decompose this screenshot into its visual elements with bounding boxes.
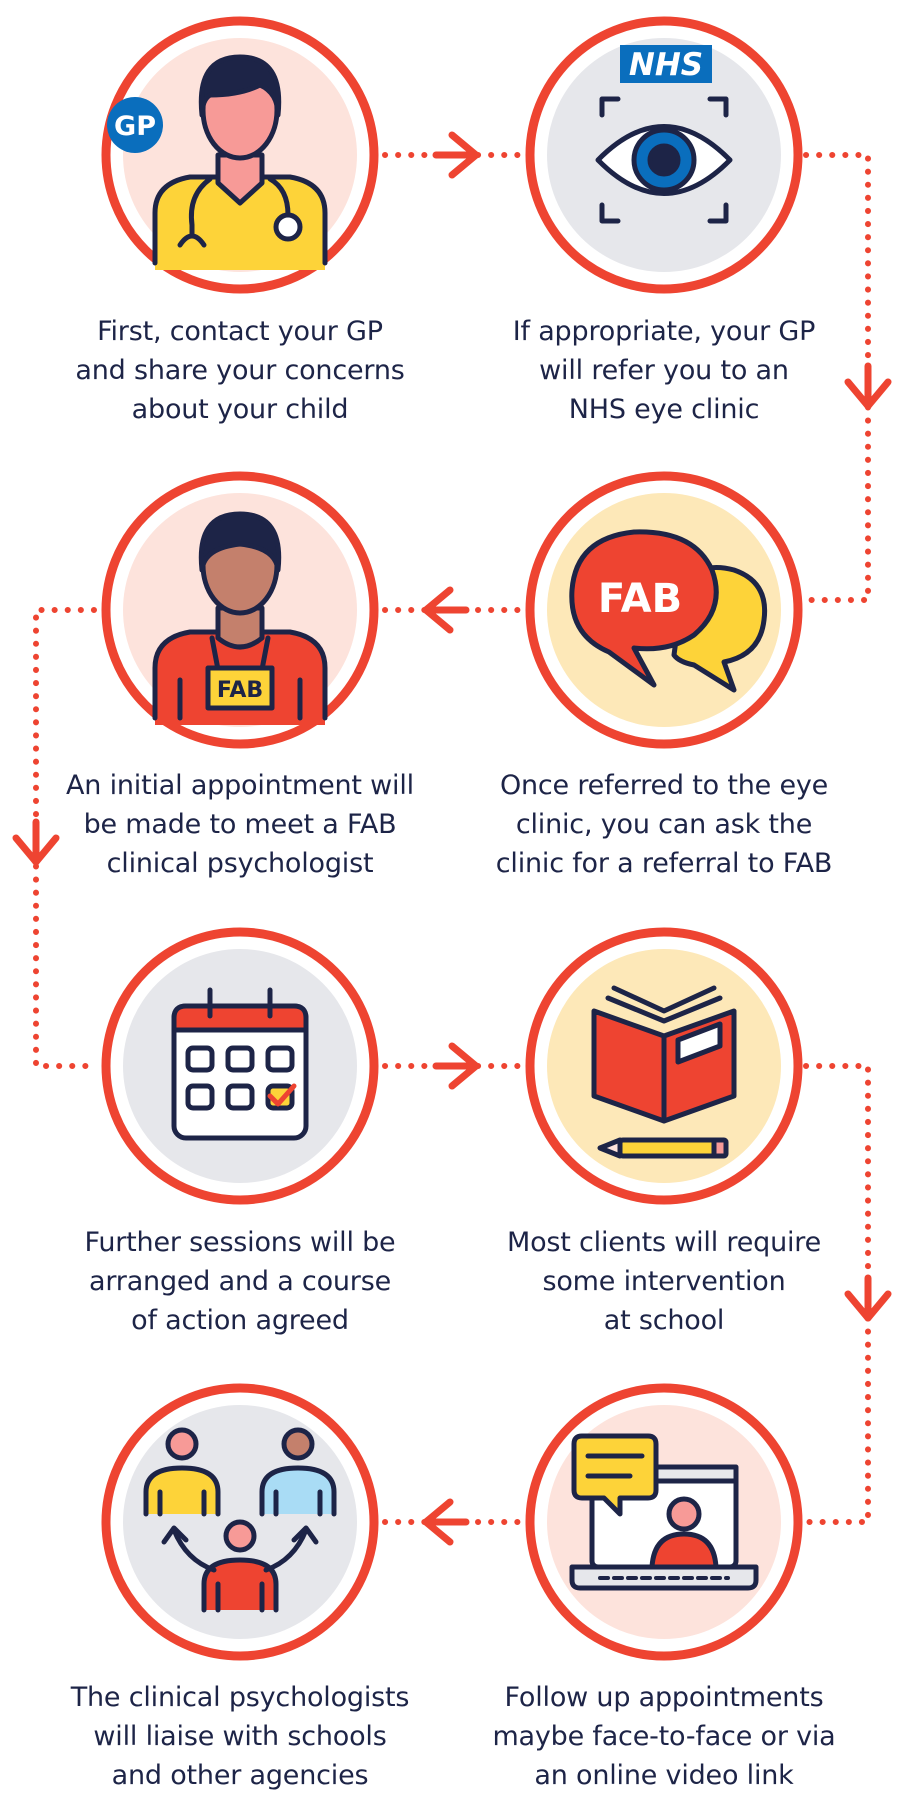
nhs-logo-text: NHS <box>629 47 703 83</box>
step-1-caption: First, contact your GP and share your co… <box>40 312 440 429</box>
caption-line: If appropriate, your GP <box>512 316 816 347</box>
caption-line: clinic, you can ask the <box>515 809 813 840</box>
step-4-caption: An initial appointment will be made to m… <box>40 766 440 883</box>
arrow-left-2 <box>426 590 466 630</box>
step-5-caption: Further sessions will be arranged and a … <box>40 1223 440 1340</box>
gp-badge: GP <box>107 97 163 153</box>
fab-bubble-text: FAB <box>598 576 682 622</box>
caption-line: Further sessions will be <box>84 1227 396 1258</box>
step-4-circle: FAB <box>101 471 379 749</box>
caption-line: arranged and a course <box>89 1266 391 1297</box>
step-5-circle <box>101 927 379 1205</box>
caption-line: about your child <box>131 394 349 425</box>
caption-line: clinical psychologist <box>106 848 374 879</box>
people-network-icon <box>143 1427 337 1613</box>
caption-line: will liaise with schools <box>93 1721 387 1752</box>
step-8-caption: The clinical psychologists will liaise w… <box>40 1678 440 1795</box>
book-pencil-icon <box>591 985 737 1159</box>
caption-line: an online video link <box>534 1760 794 1791</box>
caption-line: NHS eye clinic <box>568 394 760 425</box>
caption-line: be made to meet a FAB <box>83 809 397 840</box>
video-call-laptop-icon <box>569 1433 759 1591</box>
caption-line: of action agreed <box>131 1305 349 1336</box>
gp-badge-text: GP <box>114 111 156 142</box>
fab-badge-text: FAB <box>217 678 263 703</box>
caption-line: Once referred to the eye <box>499 770 829 801</box>
caption-line: some intervention <box>542 1266 786 1297</box>
step-3-caption: Once referred to the eye clinic, you can… <box>464 766 864 883</box>
step-6-caption: Most clients will require some intervent… <box>464 1223 864 1340</box>
caption-line: Follow up appointments <box>504 1682 824 1713</box>
nhs-eye-icon <box>595 96 733 224</box>
arrow-left-4 <box>426 1502 466 1542</box>
caption-line: and share your concerns <box>75 355 405 386</box>
calendar-check-icon <box>171 987 309 1141</box>
step-3-circle: FAB <box>525 471 803 749</box>
step-1-circle: GP <box>101 16 379 294</box>
step-2-circle: NHS <box>525 16 803 294</box>
caption-line: at school <box>603 1305 725 1336</box>
caption-line: clinic for a referral to FAB <box>495 848 833 879</box>
caption-line: maybe face-to-face or via <box>492 1721 836 1752</box>
caption-line: Most clients will require <box>506 1227 822 1258</box>
caption-line: An initial appointment will <box>66 770 414 801</box>
arrow-right-1 <box>436 135 476 175</box>
caption-line: First, contact your GP <box>97 316 383 347</box>
step-8-circle <box>101 1383 379 1661</box>
arrow-right-3 <box>436 1046 476 1086</box>
step-6-circle <box>525 927 803 1205</box>
connector-2-3 <box>803 152 871 603</box>
nhs-logo: NHS <box>620 45 712 83</box>
step-7-caption: Follow up appointments maybe face-to-fac… <box>464 1678 864 1795</box>
step-7-circle <box>525 1383 803 1661</box>
step-2-caption: If appropriate, your GP will refer you t… <box>464 312 864 429</box>
psychologist-badge-icon: FAB <box>152 511 328 725</box>
caption-line: will refer you to an <box>539 355 789 386</box>
speech-bubbles-icon: FAB <box>569 529 768 693</box>
caption-line: and other agencies <box>111 1760 369 1791</box>
doctor-gp-icon <box>152 54 328 270</box>
caption-line: The clinical psychologists <box>70 1682 410 1713</box>
